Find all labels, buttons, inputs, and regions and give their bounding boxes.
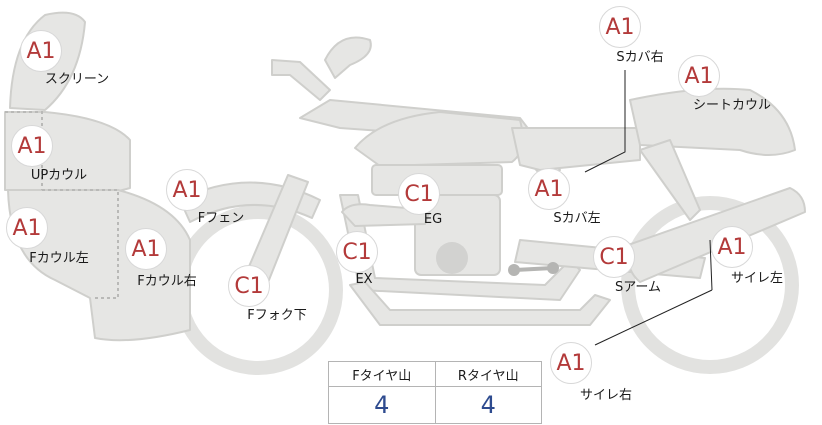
- grade-badge-silencer-right: A1: [550, 342, 592, 384]
- label-swing-arm: Sアーム: [614, 280, 662, 295]
- grade-badge-screen: A1: [20, 30, 62, 72]
- label-silencer-left: サイレ左: [730, 271, 784, 286]
- front-tire-header: Fタイヤ山: [328, 361, 436, 387]
- grade-badge-f-fork-lower: C1: [228, 265, 270, 307]
- leader-silencer-left: [709, 239, 713, 291]
- grade-badge-seat-cowl: A1: [678, 55, 720, 97]
- rear-tire-header: Rタイヤ山: [434, 361, 542, 387]
- label-engine: EG: [423, 212, 443, 227]
- grade-badge-s-cover-right: A1: [599, 6, 641, 48]
- label-f-cowl-left: Fカウル左: [29, 251, 89, 266]
- grade-badge-f-fender: A1: [166, 169, 208, 211]
- handlebar: [271, 59, 331, 101]
- label-f-cowl-right: Fカウル右: [137, 274, 197, 289]
- leader-silencer-right: [594, 289, 713, 346]
- grade-badge-exhaust: C1: [336, 231, 378, 273]
- rear-wheel: [621, 196, 799, 374]
- label-f-fork-lower: Fフォク下: [247, 308, 307, 323]
- grade-badge-f-cowl-right: A1: [125, 228, 167, 270]
- label-s-cover-left: Sカバ左: [553, 211, 601, 226]
- grade-badge-s-cover-left: A1: [528, 168, 570, 210]
- mirror: [324, 36, 372, 79]
- label-f-fender: Fフェン: [197, 211, 245, 226]
- label-up-cowl: UPカウル: [30, 168, 88, 183]
- frame-down: [349, 281, 611, 326]
- grade-badge-silencer-left: A1: [711, 226, 753, 268]
- grade-badge-f-cowl-left: A1: [6, 207, 48, 249]
- grade-badge-engine: C1: [398, 173, 440, 215]
- front-tire-value: 4: [328, 386, 436, 424]
- engine-cover: [436, 242, 468, 274]
- fuel-tank: [354, 111, 524, 167]
- label-seat-cowl: シートカウル: [692, 98, 772, 113]
- leader-s-cover-right: [584, 70, 626, 173]
- rear-frame: [639, 139, 701, 221]
- label-silencer-right: サイレ右: [579, 388, 633, 403]
- label-exhaust: EX: [355, 272, 373, 287]
- side-cover: [511, 127, 641, 171]
- engine-block: [414, 194, 501, 276]
- grade-badge-swing-arm: C1: [593, 236, 635, 278]
- rear-tire-value: 4: [434, 386, 542, 424]
- tire-tread-table: Fタイヤ山 Rタイヤ山 4 4: [328, 361, 542, 424]
- grade-badge-up-cowl: A1: [11, 125, 53, 167]
- front-cowl: [7, 189, 191, 342]
- label-s-cover-right: Sカバ右: [616, 50, 664, 65]
- label-screen: スクリーン: [44, 72, 110, 87]
